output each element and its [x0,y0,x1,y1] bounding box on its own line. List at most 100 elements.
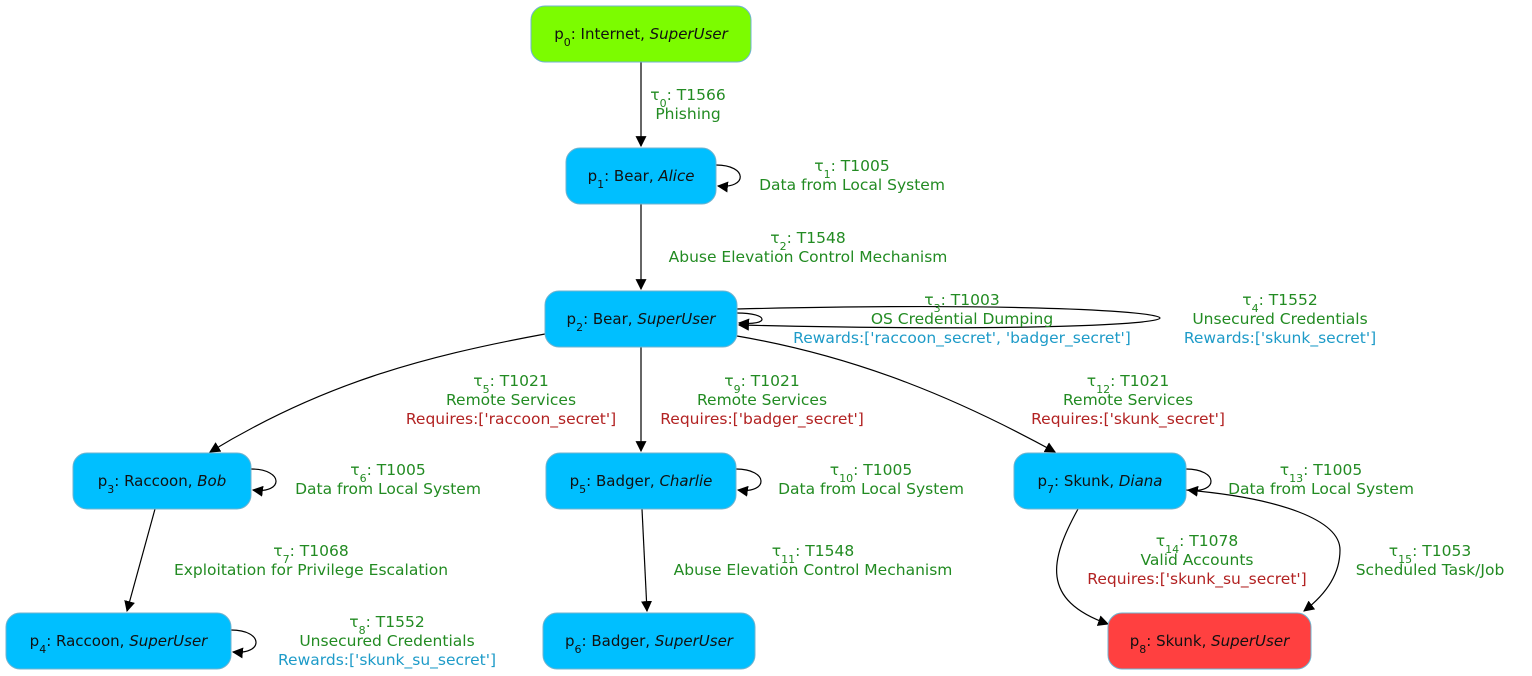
edge-technique-name: Remote Services [1063,391,1193,409]
edge-index: 6 [360,472,367,485]
edge-code: T1552 [375,613,425,631]
edge-technique-name: Valid Accounts [1141,551,1254,569]
edge-t4 [736,306,1161,331]
node-host: Bear [614,167,650,185]
node-box [1013,452,1187,510]
edge-sep: : [1303,461,1313,479]
edge-technique-name: Abuse Elevation Control Mechanism [674,561,953,579]
edge-sep: : [366,613,376,631]
tau-symbol: τ [770,229,779,247]
edge-index: 10 [839,472,853,485]
node-label: p6: Badger, SuperUser [565,632,734,656]
node-sep: : [583,310,593,328]
edge-index: 4 [1252,302,1259,315]
edge-rewards: Rewards:['skunk_su_secret'] [278,651,496,670]
node-p7[interactable]: p7: Skunk, Diana [1013,452,1187,510]
edge-technique-name: Abuse Elevation Control Mechanism [669,248,948,266]
edge-technique-name: Exploitation for Privilege Escalation [174,561,448,579]
edge-sep: : [667,86,677,104]
edge-rewards: Rewards:['raccoon_secret', 'badger_secre… [793,329,1131,348]
edge-sep: : [795,542,805,560]
node-p5[interactable]: p5: Badger, Charlie [545,452,737,510]
node-p1[interactable]: p1: Bear, Alice [565,147,717,205]
node-p4[interactable]: p4: Raccoon, SuperUser [5,612,232,670]
tau-symbol: τ [1156,532,1165,550]
edge-requires: Requires:['raccoon_secret'] [406,410,616,429]
edge-code: T1053 [1421,542,1471,560]
edge-requires: Requires:['skunk_secret'] [1031,410,1225,429]
edge-technique-code: τ4: T1552 [1242,291,1317,315]
edge-technique-name: Data from Local System [778,480,964,498]
edge-sep: : [290,542,300,560]
edge-requires: Requires:['skunk_su_secret'] [1087,570,1306,589]
edge-code: T1566 [676,86,726,104]
edge-index: 3 [934,302,941,315]
edge-technique-code: τ7: T1068 [273,542,348,566]
edge-t15 [1185,489,1341,612]
node-box [1107,612,1312,670]
node-sep: : [582,632,592,650]
node-host: Skunk [1156,632,1202,650]
node-prefix: p [565,632,575,650]
edge-technique-code: τ11: T1548 [772,542,854,566]
edge-t13 [1185,468,1212,497]
edge-sep: : [787,229,797,247]
edge-technique-code: τ0: T1566 [650,86,725,110]
node-label: p0: Internet, SuperUser [554,25,728,49]
edge-technique-code: τ3: T1003 [924,291,999,315]
edge-t14 [1056,508,1110,626]
node-prefix: p [1130,632,1140,650]
edge-code: T1548 [804,542,854,560]
node-user: SuperUser [655,632,734,650]
node-label: p8: Skunk, SuperUser [1130,632,1290,656]
edge-technique-code: τ6: T1005 [350,461,425,485]
edge-index: 14 [1165,543,1179,556]
node-index: 3 [107,483,114,496]
node-sep: : [586,472,596,490]
node-p2[interactable]: p2: Bear, SuperUser [544,290,738,348]
node-sep: : [571,25,581,43]
tau-symbol: τ [1087,372,1096,390]
edge-code: T1005 [840,157,890,175]
edge-technique-name: Remote Services [446,391,576,409]
node-prefix: p [554,25,564,43]
node-p6[interactable]: p6: Badger, SuperUser [542,612,756,670]
node-sep: , [1109,472,1119,490]
node-sep: : [604,167,614,185]
node-label: p7: Skunk, Diana [1038,472,1163,496]
tau-symbol: τ [473,372,482,390]
tau-symbol: τ [830,461,839,479]
node-sep: , [650,472,660,490]
edge-code: T1021 [499,372,549,390]
node-index: 8 [1139,643,1146,656]
edges-layer [124,62,1341,659]
nodes-layer: p0: Internet, SuperUser p1: Bear, Alice p2… [5,5,1312,670]
edge-technique-code: τ13: T1005 [1280,461,1362,485]
node-p3[interactable]: p3: Raccoon, Bob [72,452,252,510]
node-label: p3: Raccoon, Bob [98,472,227,496]
node-index: 0 [564,36,571,49]
node-user: SuperUser [129,632,208,650]
node-index: 1 [597,178,604,191]
edge-technique-name: Phishing [655,105,720,123]
node-user: SuperUser [637,310,716,328]
tau-symbol: τ [349,613,358,631]
node-box [542,612,756,670]
edge-technique-code: τ2: T1548 [770,229,845,253]
node-prefix: p [588,167,598,185]
node-label: p2: Bear, SuperUser [567,310,717,334]
tau-symbol: τ [1280,461,1289,479]
node-p0[interactable]: p0: Internet, SuperUser [530,5,752,63]
edge-technique-code: τ12: T1021 [1087,372,1169,396]
node-user: SuperUser [1211,632,1290,650]
node-p8[interactable]: p8: Skunk, SuperUser [1107,612,1312,670]
